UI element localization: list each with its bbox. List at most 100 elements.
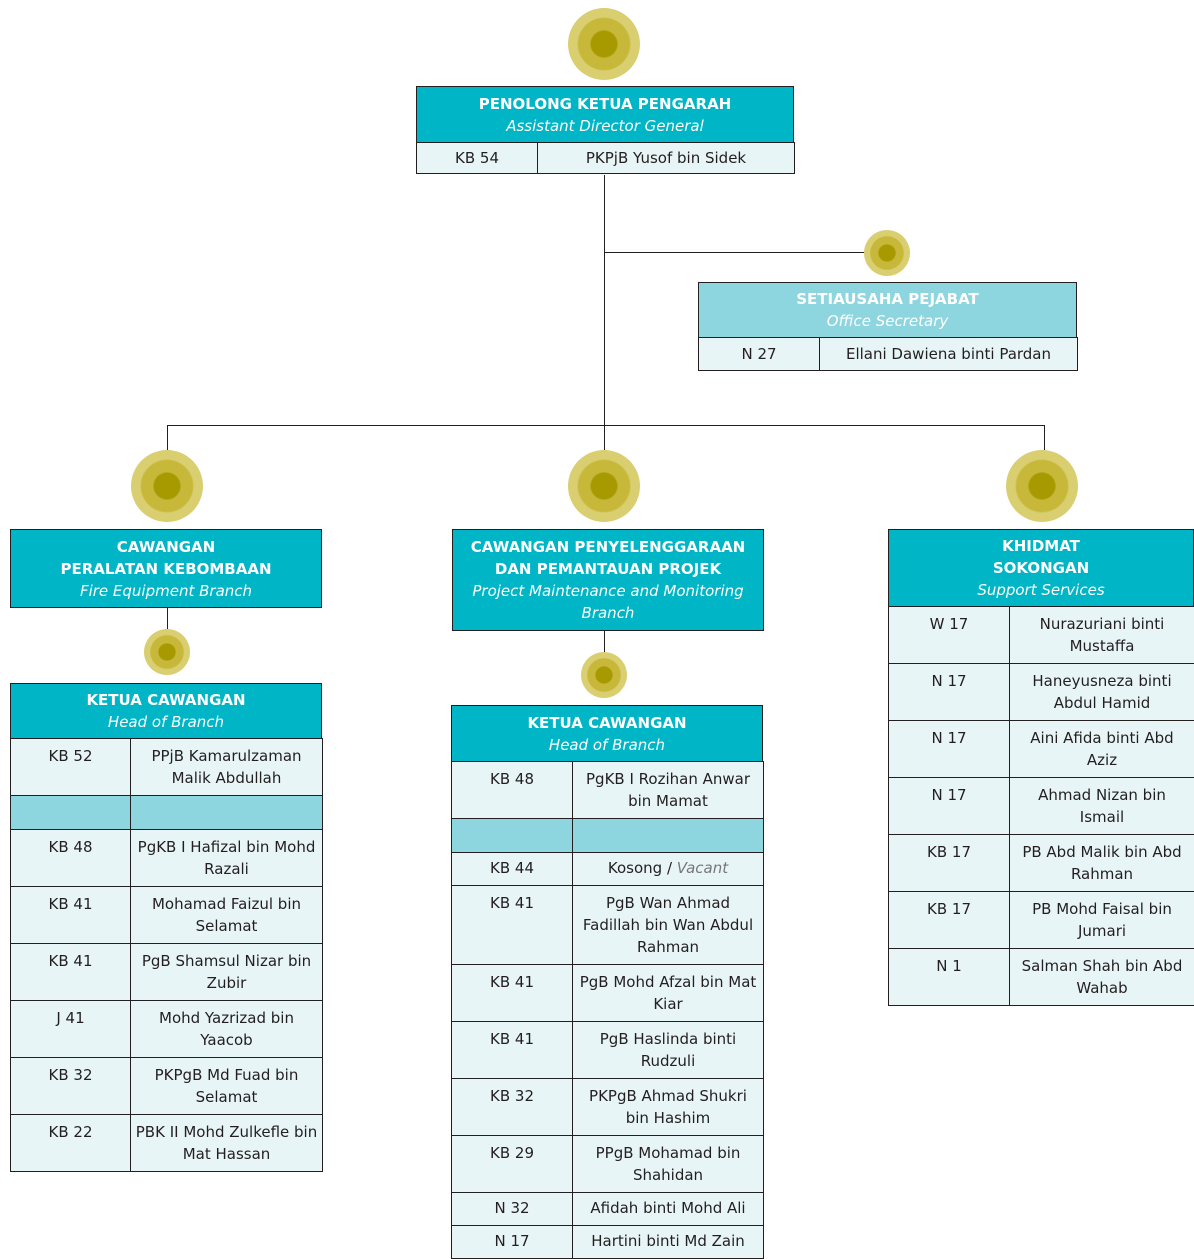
branch1-head-header: KETUA CAWANGAN Head of Branch xyxy=(10,683,322,739)
grade-cell: KB 44 xyxy=(452,853,573,886)
grade-cell: KB 32 xyxy=(452,1079,573,1136)
grade-cell: KB 54 xyxy=(417,143,538,174)
connector-line xyxy=(604,630,605,652)
secretary-subtitle: Office Secretary xyxy=(827,310,949,332)
grade-cell: KB 52 xyxy=(11,739,131,796)
top-position-header: PENOLONG KETUA PENGARAH Assistant Direct… xyxy=(416,86,794,143)
table-row: KB 41 Mohamad Faizul bin Selamat xyxy=(11,887,323,944)
top-title: PENOLONG KETUA PENGARAH xyxy=(479,93,732,115)
table-row: KB 52 PPjB Kamarulzaman Malik Abdullah xyxy=(11,739,323,796)
table-row-blank xyxy=(11,796,323,830)
connector-line xyxy=(167,607,168,629)
grade-cell: KB 17 xyxy=(889,835,1010,892)
connector-line xyxy=(1044,425,1045,450)
grade-cell: KB 32 xyxy=(11,1058,131,1115)
branch2-header: CAWANGAN PENYELENGGARAAN DAN PEMANTAUAN … xyxy=(452,529,764,631)
secretary-title: SETIAUSAHA PEJABAT xyxy=(796,288,979,310)
branch3-title-line2: SOKONGAN xyxy=(993,557,1089,579)
node-dot-branch3 xyxy=(1006,450,1078,522)
connector-line xyxy=(604,175,605,450)
blank-cell xyxy=(131,796,323,830)
name-cell: Hartini binti Md Zain xyxy=(573,1226,764,1259)
node-dot-secretary xyxy=(864,230,910,276)
name-cell: Nurazuriani binti Mustaffa xyxy=(1010,607,1194,664)
branch1-head-title: KETUA CAWANGAN xyxy=(86,689,245,711)
vacant-label-en: Vacant xyxy=(677,859,728,877)
vacant-label: Kosong xyxy=(608,859,662,877)
branch2-head-header: KETUA CAWANGAN Head of Branch xyxy=(451,705,763,762)
branch2-head-title: KETUA CAWANGAN xyxy=(527,712,686,734)
table-row: N 17 Hartini binti Md Zain xyxy=(452,1226,764,1259)
grade-cell: KB 41 xyxy=(452,886,573,965)
table-row: N 32 Afidah binti Mohd Ali xyxy=(452,1193,764,1226)
node-dot-top xyxy=(568,8,640,80)
table-row: KB 29 PPgB Mohamad bin Shahidan xyxy=(452,1136,764,1193)
connector-line xyxy=(167,425,1044,426)
grade-cell: W 17 xyxy=(889,607,1010,664)
branch1-table: KB 52 PPjB Kamarulzaman Malik Abdullah K… xyxy=(10,738,323,1172)
node-dot-branch2 xyxy=(568,450,640,522)
grade-cell: KB 41 xyxy=(11,944,131,1001)
name-cell: PgB Haslinda binti Rudzuli xyxy=(573,1022,764,1079)
name-cell: PgB Shamsul Nizar bin Zubir xyxy=(131,944,323,1001)
top-position-table: KB 54 PKPjB Yusof bin Sidek xyxy=(416,142,795,174)
grade-cell: N 27 xyxy=(699,338,820,371)
grade-cell: KB 41 xyxy=(452,965,573,1022)
branch2-title-line1: CAWANGAN PENYELENGGARAAN xyxy=(471,536,746,558)
table-row: KB 41 PgB Haslinda binti Rudzuli xyxy=(452,1022,764,1079)
table-row: KB 41 PgB Mohd Afzal bin Mat Kiar xyxy=(452,965,764,1022)
branch2-head-subtitle: Head of Branch xyxy=(549,734,665,756)
name-cell: Kosong / Vacant xyxy=(573,853,764,886)
branch2-title-line2: DAN PEMANTAUAN PROJEK xyxy=(495,558,721,580)
table-row: KB 17 PB Mohd Faisal bin Jumari xyxy=(889,892,1194,949)
grade-cell: KB 41 xyxy=(452,1022,573,1079)
table-row: N 17 Haneyusneza binti Abdul Hamid xyxy=(889,664,1194,721)
branch3-header: KHIDMAT SOKONGAN Support Services xyxy=(888,529,1194,607)
branch1-subtitle: Fire Equipment Branch xyxy=(80,580,252,602)
name-cell: PgB Wan Ahmad Fadillah bin Wan Abdul Rah… xyxy=(573,886,764,965)
blank-cell xyxy=(452,819,573,853)
branch3-table: W 17 Nurazuriani binti Mustaffa N 17 Han… xyxy=(888,606,1194,1006)
branch1-header: CAWANGAN PERALATAN KEBOMBAAN Fire Equipm… xyxy=(10,529,322,608)
grade-cell: KB 48 xyxy=(452,762,573,819)
branch1-title-line2: PERALATAN KEBOMBAAN xyxy=(60,558,271,580)
grade-cell: N 1 xyxy=(889,949,1010,1006)
table-row: KB 54 PKPjB Yusof bin Sidek xyxy=(417,143,795,174)
name-cell: PgKB I Hafizal bin Mohd Razali xyxy=(131,830,323,887)
blank-cell xyxy=(11,796,131,830)
name-cell: PB Mohd Faisal bin Jumari xyxy=(1010,892,1194,949)
branch2-subtitle-line2: Branch xyxy=(582,602,635,624)
table-row: KB 48 PgKB I Rozihan Anwar bin Mamat xyxy=(452,762,764,819)
name-cell: PPgB Mohamad bin Shahidan xyxy=(573,1136,764,1193)
name-cell: Haneyusneza binti Abdul Hamid xyxy=(1010,664,1194,721)
table-row: W 17 Nurazuriani binti Mustaffa xyxy=(889,607,1194,664)
grade-cell: J 41 xyxy=(11,1001,131,1058)
grade-cell: KB 17 xyxy=(889,892,1010,949)
name-cell: Aini Afida binti Abd Aziz xyxy=(1010,721,1194,778)
grade-cell: N 17 xyxy=(452,1226,573,1259)
name-cell: PKPgB Ahmad Shukri bin Hashim xyxy=(573,1079,764,1136)
name-cell: PgKB I Rozihan Anwar bin Mamat xyxy=(573,762,764,819)
top-subtitle: Assistant Director General xyxy=(506,115,704,137)
grade-cell: N 17 xyxy=(889,721,1010,778)
table-row: KB 41 PgB Shamsul Nizar bin Zubir xyxy=(11,944,323,1001)
grade-cell: N 32 xyxy=(452,1193,573,1226)
connector-line xyxy=(604,252,887,253)
table-row: KB 32 PKPgB Md Fuad bin Selamat xyxy=(11,1058,323,1115)
name-cell: Ellani Dawiena binti Pardan xyxy=(820,338,1078,371)
table-row: KB 41 PgB Wan Ahmad Fadillah bin Wan Abd… xyxy=(452,886,764,965)
table-row: J 41 Mohd Yazrizad bin Yaacob xyxy=(11,1001,323,1058)
table-row: KB 48 PgKB I Hafizal bin Mohd Razali xyxy=(11,830,323,887)
secretary-table: N 27 Ellani Dawiena binti Pardan xyxy=(698,337,1078,371)
branch1-title-line1: CAWANGAN xyxy=(117,536,215,558)
connector-line xyxy=(167,425,168,450)
branch2-subtitle-line1: Project Maintenance and Monitoring xyxy=(472,580,743,602)
table-row-blank xyxy=(452,819,764,853)
branch3-title-line1: KHIDMAT xyxy=(1002,535,1080,557)
table-row: KB 17 PB Abd Malik bin Abd Rahman xyxy=(889,835,1194,892)
name-cell: PgB Mohd Afzal bin Mat Kiar xyxy=(573,965,764,1022)
table-row: KB 22 PBK II Mohd Zulkefle bin Mat Hassa… xyxy=(11,1115,323,1172)
grade-cell: N 17 xyxy=(889,664,1010,721)
blank-cell xyxy=(573,819,764,853)
name-cell: Mohd Yazrizad bin Yaacob xyxy=(131,1001,323,1058)
